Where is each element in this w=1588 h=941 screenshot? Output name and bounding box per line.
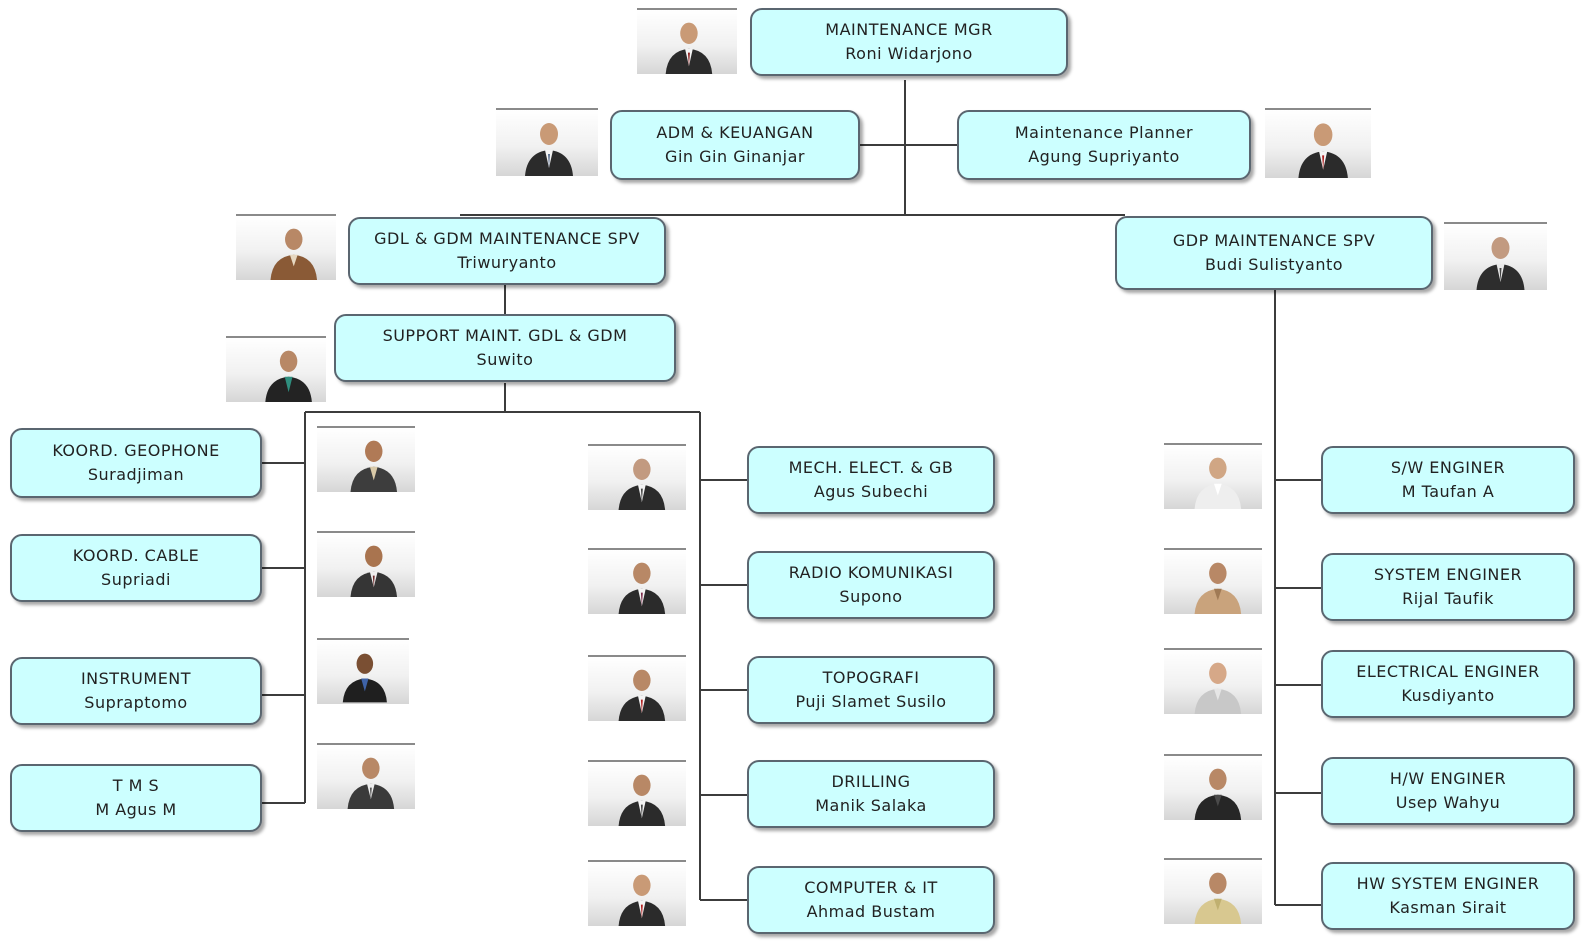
node-person-name: Puji Slamet Susilo — [795, 692, 947, 711]
node-person-name: Agus Subechi — [813, 482, 929, 501]
node-title: KOORD. CABLE — [72, 546, 200, 565]
node-title: INSTRUMENT — [80, 669, 192, 688]
person-portrait-icon — [236, 214, 336, 280]
node-adm-keuangan: ADM & KEUANGAN Gin Gin Ginanjar — [610, 110, 860, 180]
person-portrait-icon — [496, 108, 598, 176]
node-system-enginer: SYSTEM ENGINER Rijal Taufik — [1321, 553, 1575, 621]
person-portrait-icon — [226, 336, 326, 402]
person-portrait-icon — [1265, 108, 1371, 178]
node-title: GDL & GDM MAINTENANCE SPV — [374, 229, 640, 248]
node-title: TOPOGRAFI — [822, 668, 920, 687]
person-portrait-icon — [637, 8, 737, 74]
node-title: S/W ENGINER — [1390, 458, 1506, 477]
node-person-name: Manik Salaka — [815, 796, 927, 815]
node-person-name: M Agus M — [95, 800, 177, 819]
node-person-name: Suwito — [476, 350, 534, 369]
node-koord-cable: KOORD. CABLE Supriadi — [10, 534, 262, 602]
node-person-name: Supriadi — [101, 570, 171, 589]
node-person-name: Supono — [839, 587, 903, 606]
node-instrument: INSTRUMENT Supraptomo — [10, 657, 262, 725]
person-portrait-icon — [588, 548, 686, 614]
person-portrait-icon — [1444, 222, 1547, 290]
person-portrait-icon — [588, 760, 686, 826]
node-koord-geophone: KOORD. GEOPHONE Suradjiman — [10, 428, 262, 498]
node-person-name: Usep Wahyu — [1395, 793, 1501, 812]
node-maintenance-manager: MAINTENANCE MGR Roni Widarjono — [750, 8, 1068, 76]
node-mech-elect-gb: MECH. ELECT. & GB Agus Subechi — [747, 446, 995, 514]
person-portrait-icon — [588, 860, 686, 926]
node-hw-enginer: H/W ENGINER Usep Wahyu — [1321, 757, 1575, 825]
node-topografi: TOPOGRAFI Puji Slamet Susilo — [747, 656, 995, 724]
node-sw-enginer: S/W ENGINER M Taufan A — [1321, 446, 1575, 514]
node-person-name: Suradjiman — [87, 465, 185, 484]
node-title: GDP MAINTENANCE SPV — [1172, 231, 1376, 250]
person-portrait-icon — [588, 655, 686, 721]
node-person-name: Supraptomo — [84, 693, 188, 712]
node-title: ELECTRICAL ENGINER — [1356, 662, 1540, 681]
node-title: MAINTENANCE MGR — [825, 20, 993, 39]
node-person-name: Budi Sulistyanto — [1204, 255, 1344, 274]
node-title: Maintenance Planner — [1014, 123, 1194, 142]
person-portrait-icon — [1164, 858, 1262, 924]
node-person-name: Triwuryanto — [457, 253, 557, 272]
node-tms: T M S M Agus M — [10, 764, 262, 832]
node-person-name: Kusdiyanto — [1401, 686, 1495, 705]
node-gdl-gdm-spv: GDL & GDM MAINTENANCE SPV Triwuryanto — [348, 217, 666, 285]
node-title: SYSTEM ENGINER — [1373, 565, 1523, 584]
node-person-name: Kasman Sirait — [1389, 898, 1507, 917]
person-portrait-icon — [1164, 648, 1262, 714]
node-person-name: Roni Widarjono — [845, 44, 973, 63]
person-portrait-icon — [317, 638, 409, 704]
node-computer-it: COMPUTER & IT Ahmad Bustam — [747, 866, 995, 934]
node-radio-komunikasi: RADIO KOMUNIKASI Supono — [747, 551, 995, 619]
person-portrait-icon — [317, 531, 415, 597]
person-portrait-icon — [588, 444, 686, 510]
node-title: ADM & KEUANGAN — [656, 123, 814, 142]
node-maintenance-planner: Maintenance Planner Agung Supriyanto — [957, 110, 1251, 180]
node-title: RADIO KOMUNIKASI — [788, 563, 954, 582]
node-drilling: DRILLING Manik Salaka — [747, 760, 995, 828]
node-person-name: Agung Supriyanto — [1028, 147, 1180, 166]
person-portrait-icon — [317, 426, 415, 492]
node-person-name: Ahmad Bustam — [806, 902, 936, 921]
node-title: MECH. ELECT. & GB — [788, 458, 954, 477]
node-electrical-enginer: ELECTRICAL ENGINER Kusdiyanto — [1321, 650, 1575, 718]
person-portrait-icon — [1164, 548, 1262, 614]
node-title: KOORD. GEOPHONE — [52, 441, 220, 460]
person-portrait-icon — [1164, 754, 1262, 820]
node-support-maint: SUPPORT MAINT. GDL & GDM Suwito — [334, 314, 676, 382]
person-portrait-icon — [1164, 443, 1262, 509]
node-hw-system-enginer: HW SYSTEM ENGINER Kasman Sirait — [1321, 862, 1575, 930]
node-person-name: Rijal Taufik — [1402, 589, 1494, 608]
node-title: SUPPORT MAINT. GDL & GDM — [382, 326, 628, 345]
node-title: COMPUTER & IT — [804, 878, 938, 897]
node-title: HW SYSTEM ENGINER — [1356, 874, 1540, 893]
person-portrait-icon — [317, 743, 415, 809]
node-person-name: M Taufan A — [1401, 482, 1495, 501]
node-title: T M S — [112, 776, 160, 795]
node-title: DRILLING — [831, 772, 911, 791]
node-gdp-spv: GDP MAINTENANCE SPV Budi Sulistyanto — [1115, 216, 1433, 290]
node-title: H/W ENGINER — [1389, 769, 1507, 788]
node-person-name: Gin Gin Ginanjar — [665, 147, 805, 166]
